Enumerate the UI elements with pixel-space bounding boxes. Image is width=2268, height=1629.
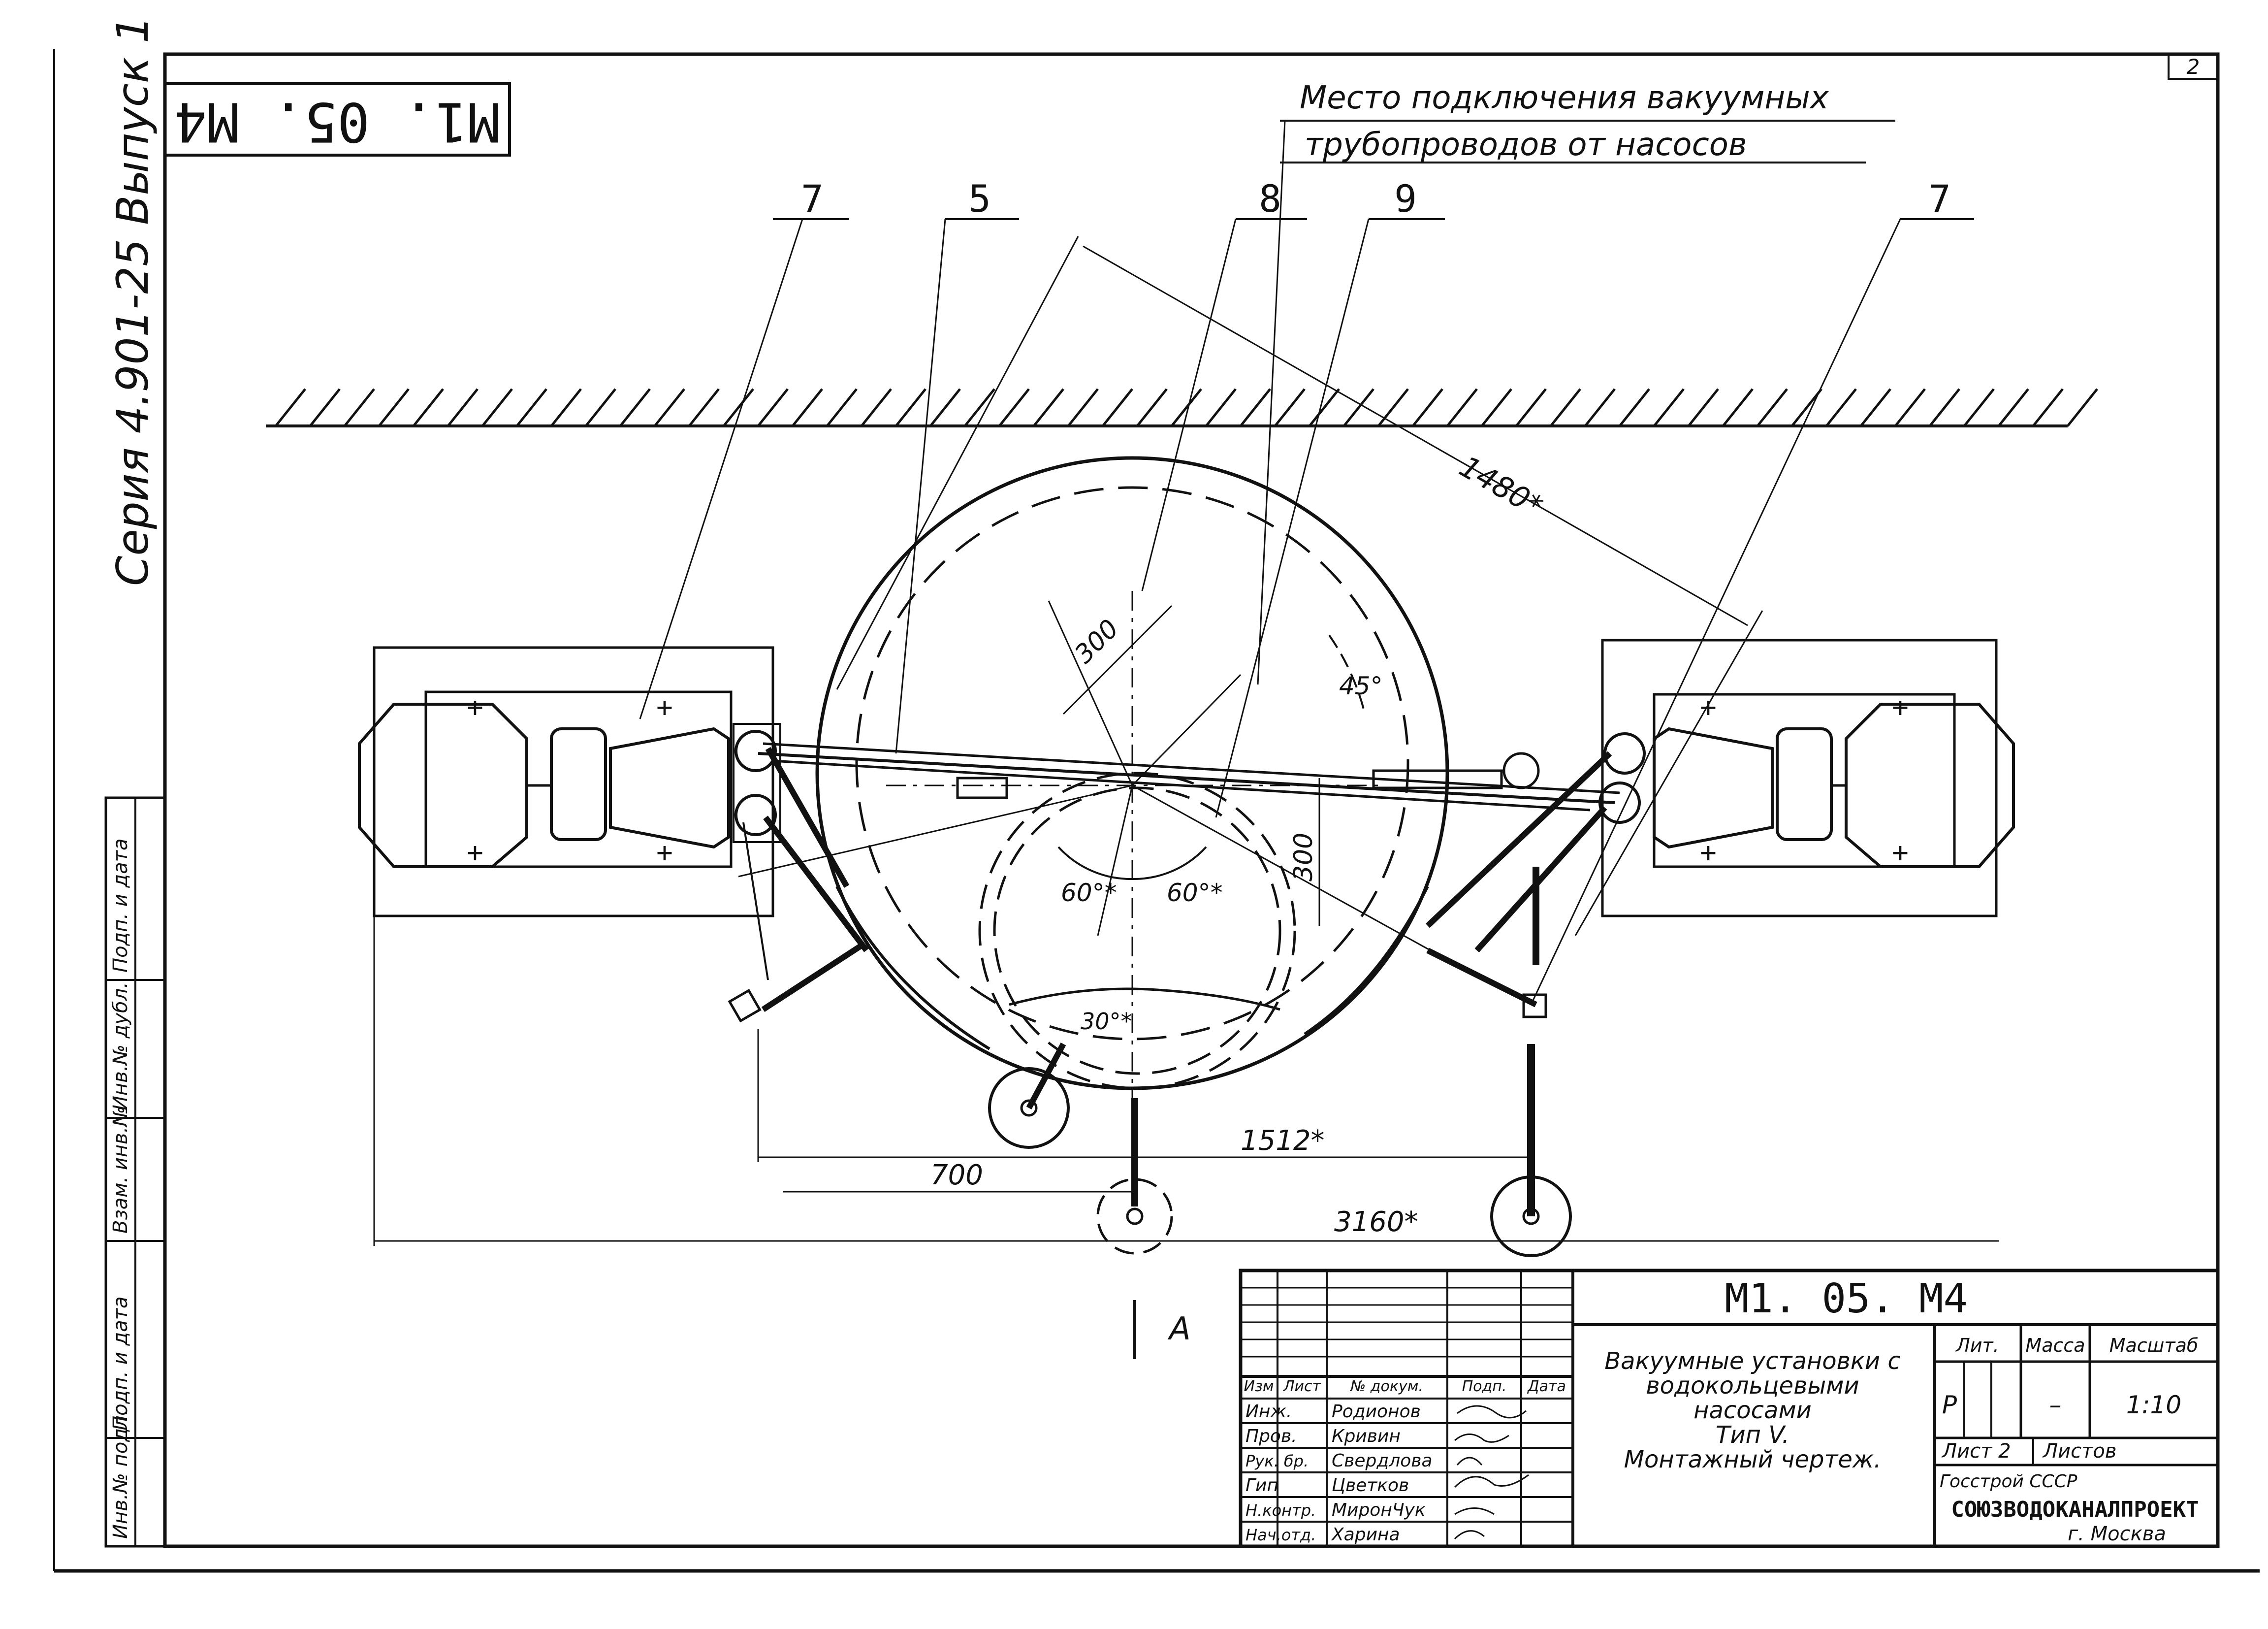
position-callouts: 7 5 8 9 7 — [639, 177, 1974, 1005]
side-strip-label-1: Инв.№ подл. — [109, 1409, 132, 1539]
callout-note-line1: Место подключения вакуумных — [1300, 80, 1829, 116]
name-3: Свердлова — [1332, 1451, 1433, 1471]
side-strip-label-2: Подп. и дата — [109, 1297, 132, 1431]
org-city: г. Москва — [2068, 1523, 2166, 1545]
side-strip-label-3: Взам. инв.№ — [109, 1106, 132, 1234]
dim-700-label: 700 — [930, 1159, 983, 1191]
role-6: Нач.отд. — [1246, 1526, 1316, 1544]
title-line-4: Тип V. — [1716, 1421, 1789, 1449]
angle-60-left: 60°* — [1061, 879, 1117, 907]
mass-label: Масса — [2025, 1335, 2085, 1356]
hdr-doc: № докум. — [1349, 1378, 1423, 1395]
view-marker: А — [1133, 1300, 1191, 1359]
title-line-5: Монтажный чертеж. — [1624, 1446, 1882, 1473]
dim-300-vertical: 300 — [1289, 833, 1318, 881]
left-pump-unit: + + + + — [358, 646, 869, 1023]
svg-text:+: + — [1892, 691, 1909, 723]
callout-note: Место подключения вакуумных трубопроводо… — [1257, 80, 1895, 685]
title-block: М1. 05. М4 Изм Лист № докум. Подп. Дата … — [1239, 1269, 2220, 1548]
svg-text:+: + — [656, 837, 673, 869]
side-strip: Инв.№ подл. Подп. и дата Взам. инв.№ Инв… — [104, 796, 166, 1548]
name-6: Харина — [1331, 1525, 1400, 1545]
hdr-date: Дата — [1527, 1378, 1566, 1395]
transverse-pipe — [758, 742, 1620, 812]
title-line-2: водокольцевыми — [1646, 1372, 1859, 1400]
role-2: Пров. — [1246, 1426, 1297, 1446]
svg-text:+: + — [467, 837, 483, 869]
scale-value: 1:10 — [2126, 1391, 2181, 1419]
role-3: Рук. бр. — [1246, 1452, 1309, 1470]
name-5: МиронЧук — [1332, 1500, 1426, 1520]
position-8: 8 — [1259, 177, 1281, 221]
code-box-rotated: М1. 05. М4 — [163, 82, 511, 157]
title-line-1: Вакуумные установки с — [1604, 1347, 1900, 1375]
org-name: СОЮЗВОДОКАНАЛПРОЕКТ — [1951, 1497, 2199, 1522]
sheets-label: Листов — [2042, 1440, 2116, 1463]
svg-text:+: + — [656, 691, 673, 723]
position-7-left: 7 — [801, 177, 824, 221]
svg-text:+: + — [1700, 837, 1717, 869]
side-strip-label-5: Подп. и дата — [109, 839, 132, 973]
position-9: 9 — [1394, 177, 1417, 221]
lit-value: Р — [1942, 1391, 1957, 1419]
position-5: 5 — [968, 177, 991, 221]
role-1: Инж. — [1246, 1401, 1292, 1422]
view-marker-label: А — [1167, 1311, 1191, 1347]
dimension-1480: 1480* — [836, 236, 1763, 936]
dim-3160-label: 3160* — [1334, 1206, 1418, 1238]
org-line-1: Госстрой СССР — [1940, 1471, 2077, 1492]
name-2: Кривин — [1332, 1426, 1401, 1446]
svg-text:+: + — [1892, 837, 1909, 869]
svg-text:+: + — [467, 691, 483, 723]
wall-hatch — [266, 388, 2098, 427]
name-4: Цветков — [1332, 1475, 1409, 1496]
role-4: Гип — [1246, 1475, 1278, 1496]
lit-label: Лит. — [1955, 1335, 1999, 1356]
svg-text:+: + — [1700, 691, 1717, 723]
code-box-rotated-text: М1. 05. М4 — [174, 91, 500, 154]
doc-code: М1. 05. М4 — [1725, 1275, 1968, 1322]
name-1: Родионов — [1332, 1401, 1421, 1422]
right-pump-unit: + + + + — [1425, 639, 2015, 1216]
angle-60-right: 60°* — [1167, 879, 1223, 907]
callout-note-line2: трубопроводов от насосов — [1305, 127, 1747, 163]
role-5: Н.контр. — [1246, 1501, 1316, 1520]
tank-assembly — [738, 456, 1503, 1128]
dim-1512-label: 1512* — [1241, 1125, 1325, 1157]
angle-30: 30°* — [1081, 1008, 1132, 1035]
bottom-dimensions: 1512* 700 3160* — [373, 916, 1999, 1246]
sheet-corner-number: 2 — [2187, 55, 2200, 79]
hdr-list: Лист — [1283, 1378, 1322, 1395]
title-line-3: насосами — [1693, 1397, 1812, 1424]
mass-value: – — [2049, 1391, 2062, 1419]
series-label: Серия 4.901-25 Выпуск 1 — [107, 16, 158, 586]
sheet-frame: 2 — [53, 49, 2260, 1573]
position-7-right: 7 — [1928, 177, 1951, 221]
angle-45: 45° — [1339, 672, 1383, 700]
hdr-izm: Изм — [1244, 1378, 1274, 1395]
side-strip-label-4: Инв.№ дубл. — [109, 982, 132, 1110]
dim-1480-label: 1480* — [1454, 449, 1549, 524]
wheels — [988, 1043, 1572, 1257]
hdr-sign: Подп. — [1462, 1378, 1507, 1395]
sheet-label: Лист 2 — [1941, 1440, 2011, 1463]
scale-label: Масштаб — [2109, 1335, 2199, 1356]
